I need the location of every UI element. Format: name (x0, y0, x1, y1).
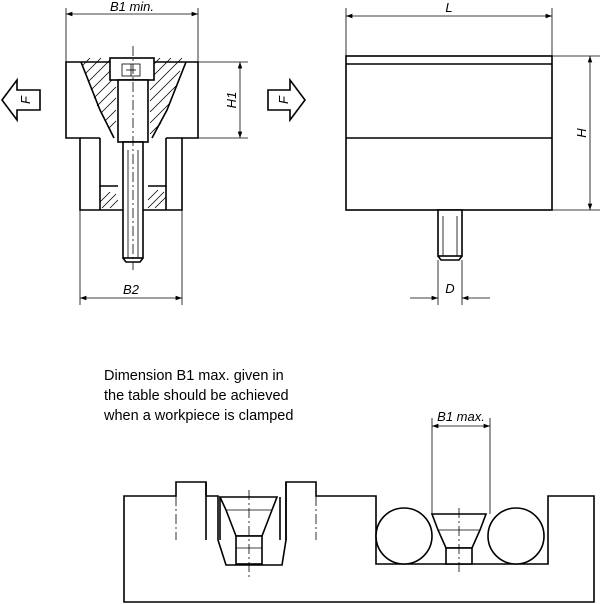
workpiece-left (375, 507, 433, 565)
clamp-right (430, 508, 488, 572)
dim-b1-min: B1 min. (110, 0, 154, 14)
side-view: F L H D (267, 0, 600, 305)
note-text: Dimension B1 max. given in the table sho… (104, 366, 293, 426)
note-line: Dimension B1 max. given in (104, 368, 284, 384)
dim-h: H (574, 128, 589, 138)
clamp-left (218, 490, 281, 580)
dim-h1: H1 (224, 92, 239, 109)
dim-d: D (445, 281, 454, 296)
force-arrow-left: F (1, 77, 41, 123)
force-arrow-right: F (267, 77, 306, 123)
note-line: when a workpiece is clamped (104, 408, 294, 424)
dim-b1-max: B1 max. (437, 409, 485, 424)
force-label-right: F (276, 95, 291, 104)
dim-b2: B2 (123, 282, 140, 297)
workpiece-right (487, 507, 545, 565)
dim-l: L (445, 0, 452, 15)
front-section-view: B1 min. H1 B2 F (1, 0, 248, 305)
application-example: B1 max. (123, 409, 595, 603)
force-label-left: F (18, 95, 33, 104)
note-line: the table should be achieved (104, 388, 289, 404)
